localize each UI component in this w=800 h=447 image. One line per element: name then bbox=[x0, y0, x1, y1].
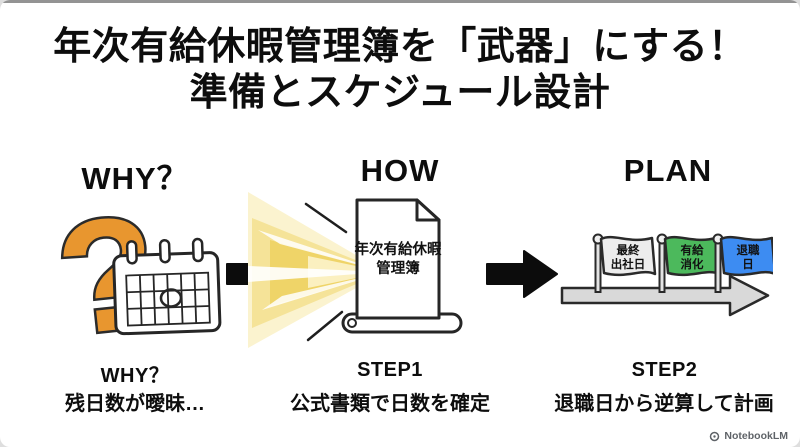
why-caption: 残日数が曖昧… bbox=[65, 393, 205, 415]
top-edge-strip bbox=[0, 0, 800, 3]
flag-final-office-day: 最終 出社日 bbox=[592, 233, 657, 293]
page-title: 年次有給休暇管理簿を「武器」にする！ 準備とスケジュール設計 bbox=[0, 24, 800, 117]
document-icon: 年次有給休暇 管理簿 bbox=[341, 198, 463, 334]
flag-label: 有給 bbox=[681, 243, 704, 257]
notebooklm-icon bbox=[710, 431, 720, 441]
how-illustration: 年次有給休暇 管理簿 bbox=[248, 192, 463, 348]
flag-label: 退職 bbox=[737, 243, 760, 257]
notebooklm-label: NotebookLM bbox=[724, 430, 788, 442]
flag-label: 日 bbox=[742, 258, 754, 271]
flag-retirement-day: 退職 日 bbox=[712, 233, 773, 293]
why-step-label: WHY？ bbox=[100, 365, 170, 387]
calendar-icon bbox=[112, 237, 222, 336]
column-header-why: WHY？ bbox=[81, 161, 189, 196]
circled-date-mark bbox=[159, 288, 183, 308]
page-title-line2: 準備とスケジュール設計 bbox=[189, 72, 611, 115]
plan-caption: 退職日から逆算して計画 bbox=[554, 393, 774, 415]
document-label-line1: 年次有給休暇 bbox=[355, 240, 442, 258]
light-burst-icon bbox=[248, 192, 385, 348]
timeline-arrow-icon bbox=[560, 274, 770, 317]
plan-step-label: STEP2 bbox=[631, 359, 698, 381]
why-illustration: ? bbox=[50, 192, 222, 344]
notebooklm-badge: NotebookLM bbox=[709, 430, 788, 442]
column-header-plan: PLAN bbox=[623, 153, 713, 188]
how-step-label: STEP1 bbox=[357, 359, 423, 381]
how-caption: 公式書類で日数を確定 bbox=[290, 393, 490, 415]
document-label-line2: 管理簿 bbox=[376, 259, 420, 277]
column-header-how: HOW bbox=[360, 153, 440, 188]
page-title-line1: 年次有給休暇管理簿を「武器」にする！ bbox=[53, 26, 747, 68]
plan-illustration: 最終 出社日 有給 消化 退職 日 bbox=[560, 233, 773, 317]
flag-label: 出社日 bbox=[611, 257, 646, 271]
flag-paid-leave: 有給 消化 bbox=[656, 233, 721, 293]
flag-label: 最終 bbox=[617, 243, 640, 257]
arrow-right-icon bbox=[486, 250, 558, 298]
flag-label: 消化 bbox=[681, 257, 704, 271]
